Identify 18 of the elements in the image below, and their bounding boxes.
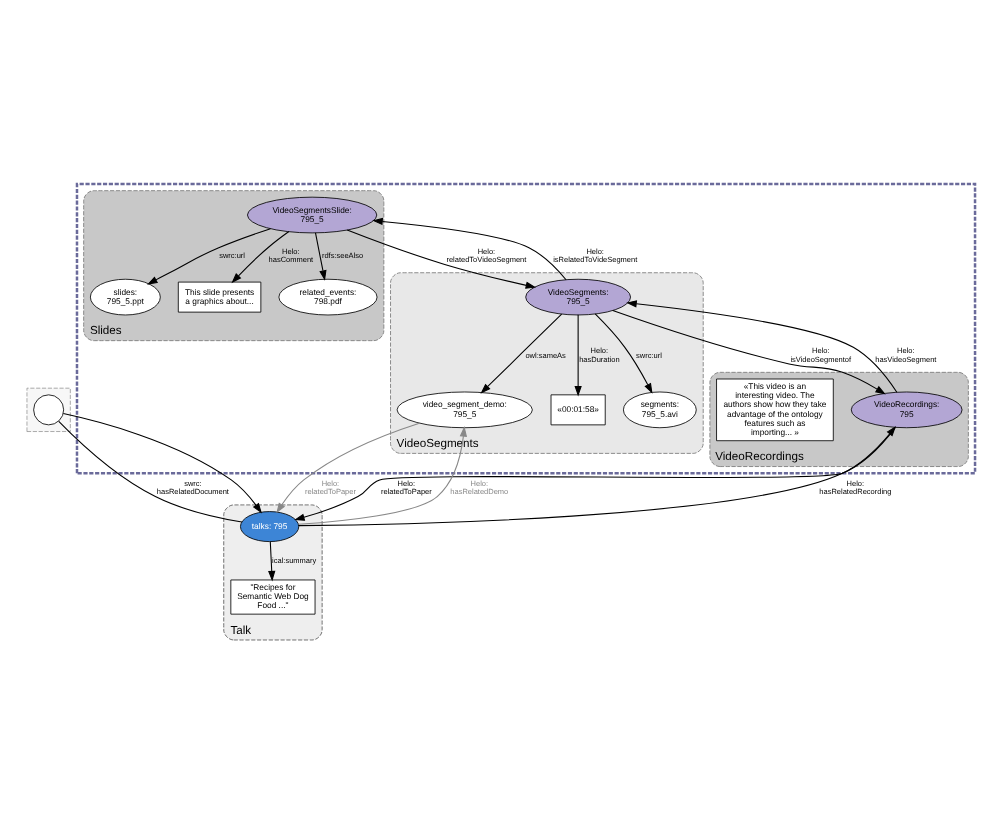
arrow <box>372 216 567 280</box>
arrow <box>626 299 898 392</box>
arrow <box>594 312 653 393</box>
node-circle <box>33 393 65 425</box>
arrow <box>147 227 272 284</box>
arrow <box>346 228 537 288</box>
connector <box>58 419 243 522</box>
cluster <box>75 181 977 474</box>
arrow <box>62 412 262 513</box>
arrow <box>574 313 582 396</box>
arrow <box>297 425 468 524</box>
arrow <box>612 309 886 394</box>
arrow <box>314 231 327 280</box>
arrow <box>268 540 276 581</box>
arrow <box>480 312 563 393</box>
cluster <box>26 386 71 431</box>
arrow <box>231 230 290 283</box>
arrow <box>276 421 420 513</box>
